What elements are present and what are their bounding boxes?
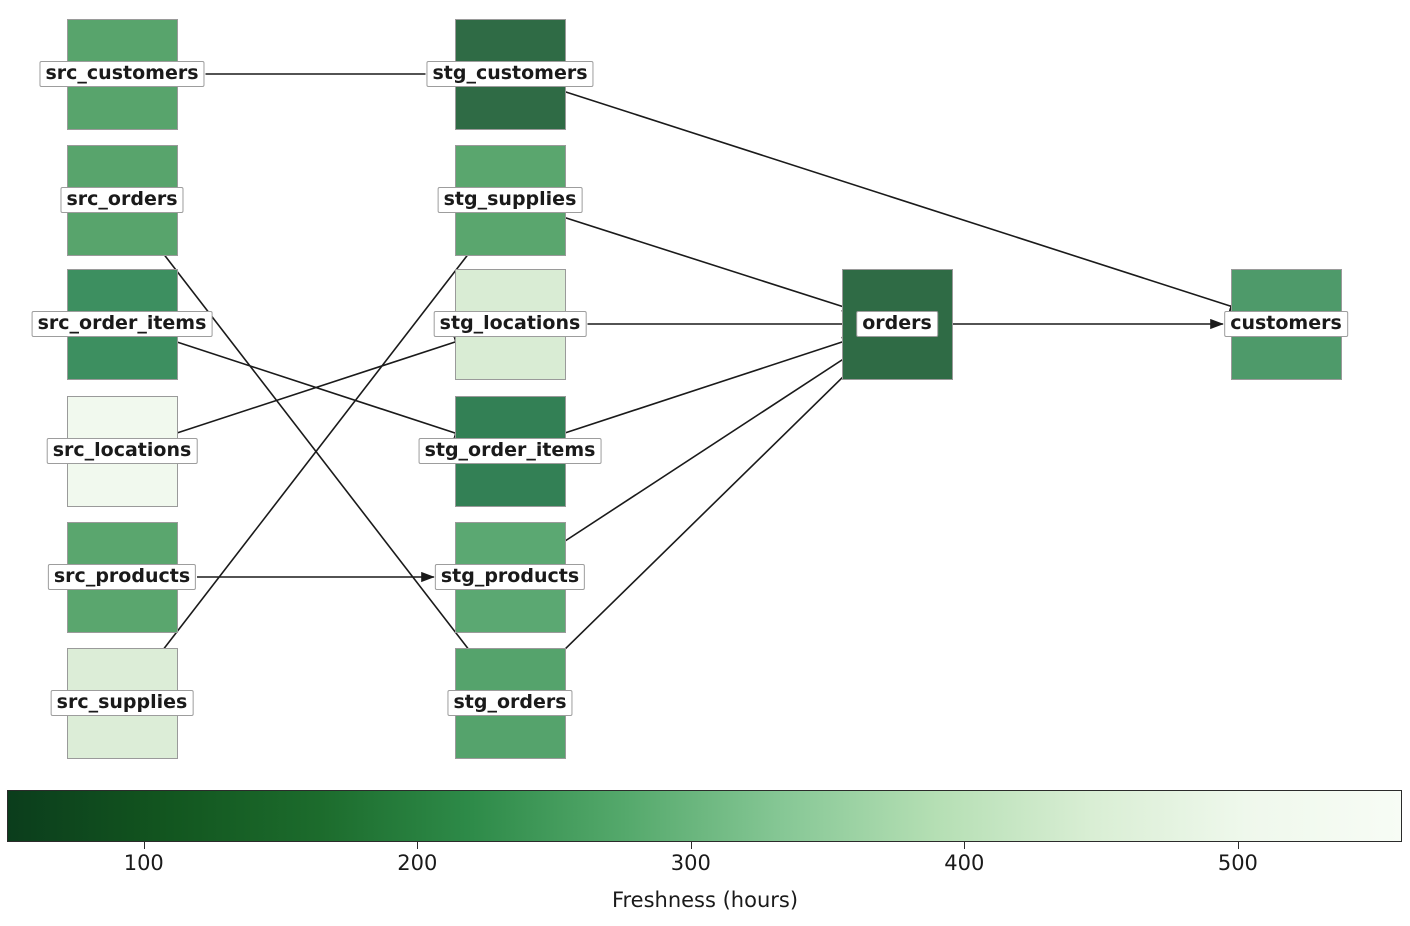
node-label-src_supplies[interactable]: src_supplies	[50, 690, 194, 716]
node-label-stg_order_items[interactable]: stg_order_items	[418, 438, 602, 464]
node-label-src_products[interactable]: src_products	[47, 564, 197, 590]
colorbar-gradient	[7, 790, 1402, 842]
colorbar-tick-mark-300	[690, 842, 692, 849]
colorbar-tick-mark-400	[964, 842, 966, 849]
colorbar-tick-label-200: 200	[397, 851, 438, 875]
colorbar-legend: 100 200 300 400 500 Freshness (hours)	[0, 780, 1410, 926]
node-label-stg_supplies[interactable]: stg_supplies	[437, 187, 583, 213]
colorbar-tick-mark-100	[143, 842, 145, 849]
colorbar-tick-mark-200	[417, 842, 419, 849]
node-label-src_customers[interactable]: src_customers	[39, 61, 205, 87]
colorbar-tick-label-100: 100	[123, 851, 164, 875]
node-label-src_order_items[interactable]: src_order_items	[31, 311, 213, 337]
node-label-orders[interactable]: orders	[856, 311, 938, 337]
colorbar-tick-label-300: 300	[670, 851, 711, 875]
colorbar-tick-label-500: 500	[1217, 851, 1258, 875]
node-label-stg_orders[interactable]: stg_orders	[447, 690, 573, 716]
node-label-src_orders[interactable]: src_orders	[60, 187, 184, 213]
node-label-stg_customers[interactable]: stg_customers	[426, 61, 594, 87]
node-label-stg_locations[interactable]: stg_locations	[433, 311, 587, 337]
colorbar-axis-label: Freshness (hours)	[611, 888, 799, 912]
node-label-customers[interactable]: customers	[1224, 311, 1348, 337]
node-label-stg_products[interactable]: stg_products	[434, 564, 586, 590]
colorbar-tick-label-400: 400	[944, 851, 985, 875]
node-label-src_locations[interactable]: src_locations	[46, 438, 198, 464]
colorbar-tick-mark-500	[1237, 842, 1239, 849]
